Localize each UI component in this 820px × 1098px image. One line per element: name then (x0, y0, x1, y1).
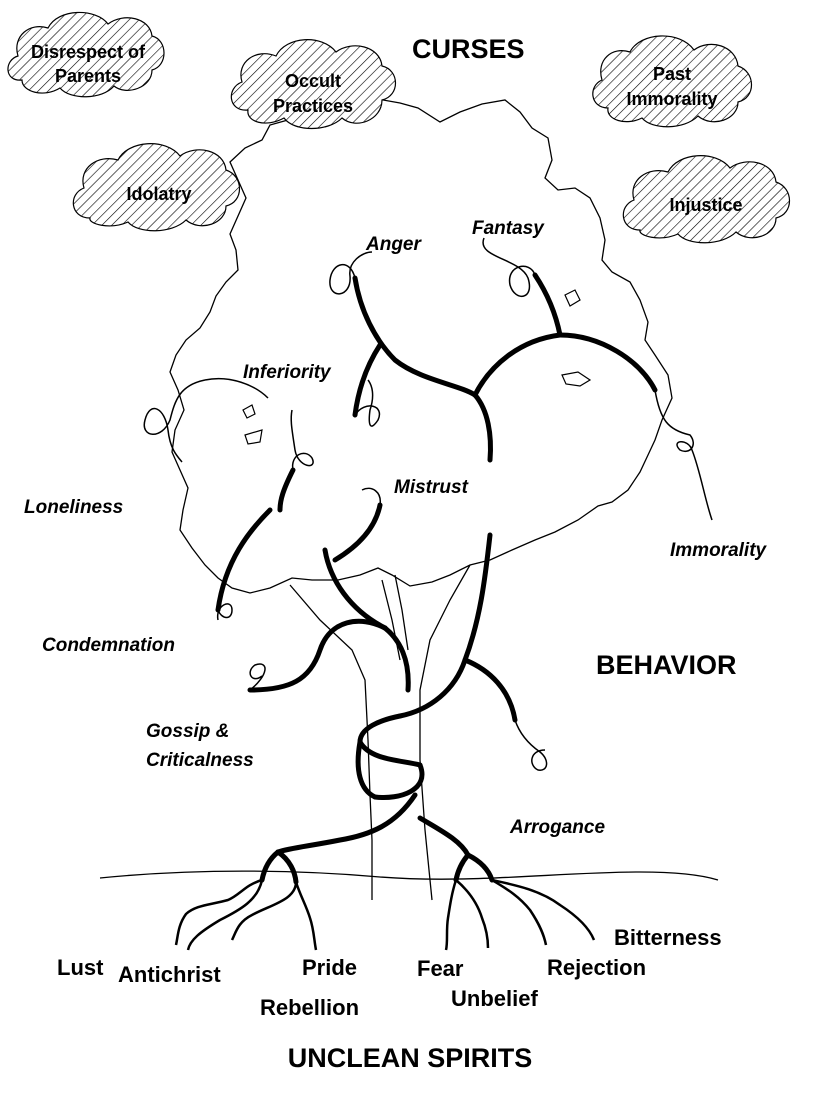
curse-label: Disrespect of (31, 42, 146, 62)
heading-behavior: BEHAVIOR (596, 650, 737, 680)
heading-curses: CURSES (412, 34, 525, 64)
behavior-label: Anger (365, 234, 423, 255)
spirit-label: Lust (57, 955, 104, 980)
behavior-label: Immorality (670, 540, 768, 561)
behavior-label: Arrogance (509, 817, 605, 838)
behavior-label: Loneliness (24, 497, 123, 518)
spirit-label: Antichrist (118, 962, 221, 987)
roots (176, 880, 594, 950)
ground-line (100, 871, 718, 880)
canopy-hole (243, 405, 255, 418)
curse-label: Practices (273, 96, 353, 116)
spirit-label: Bitterness (614, 925, 722, 950)
spirit-label: Fear (417, 956, 464, 981)
behavior-label: Condemnation (42, 635, 175, 656)
heading-unclean-spirits: UNCLEAN SPIRITS (288, 1043, 533, 1073)
behavior-label: Criticalness (146, 750, 254, 771)
canopy-hole (245, 430, 262, 444)
tree-canopy (170, 98, 672, 593)
curse-label: Past (653, 64, 691, 84)
tree-trunk (382, 580, 400, 660)
behavior-label: Fantasy (472, 218, 545, 239)
spirit-label: Pride (302, 955, 357, 980)
curse-label: Immorality (626, 89, 717, 109)
curse-label: Parents (55, 66, 121, 86)
behavior-label: Gossip & (146, 721, 229, 742)
curse-label: Occult (285, 71, 341, 91)
curse-label: Idolatry (126, 184, 191, 204)
spirit-label: Unbelief (451, 986, 538, 1011)
curse-label: Injustice (669, 195, 742, 215)
spirit-label: Rejection (547, 955, 646, 980)
behavior-label: Inferiority (243, 362, 332, 383)
canopy-hole (562, 372, 590, 386)
canopy-hole (565, 290, 580, 306)
vines (144, 238, 712, 770)
behavior-label: Mistrust (394, 477, 469, 498)
spirit-label: Rebellion (260, 995, 359, 1020)
